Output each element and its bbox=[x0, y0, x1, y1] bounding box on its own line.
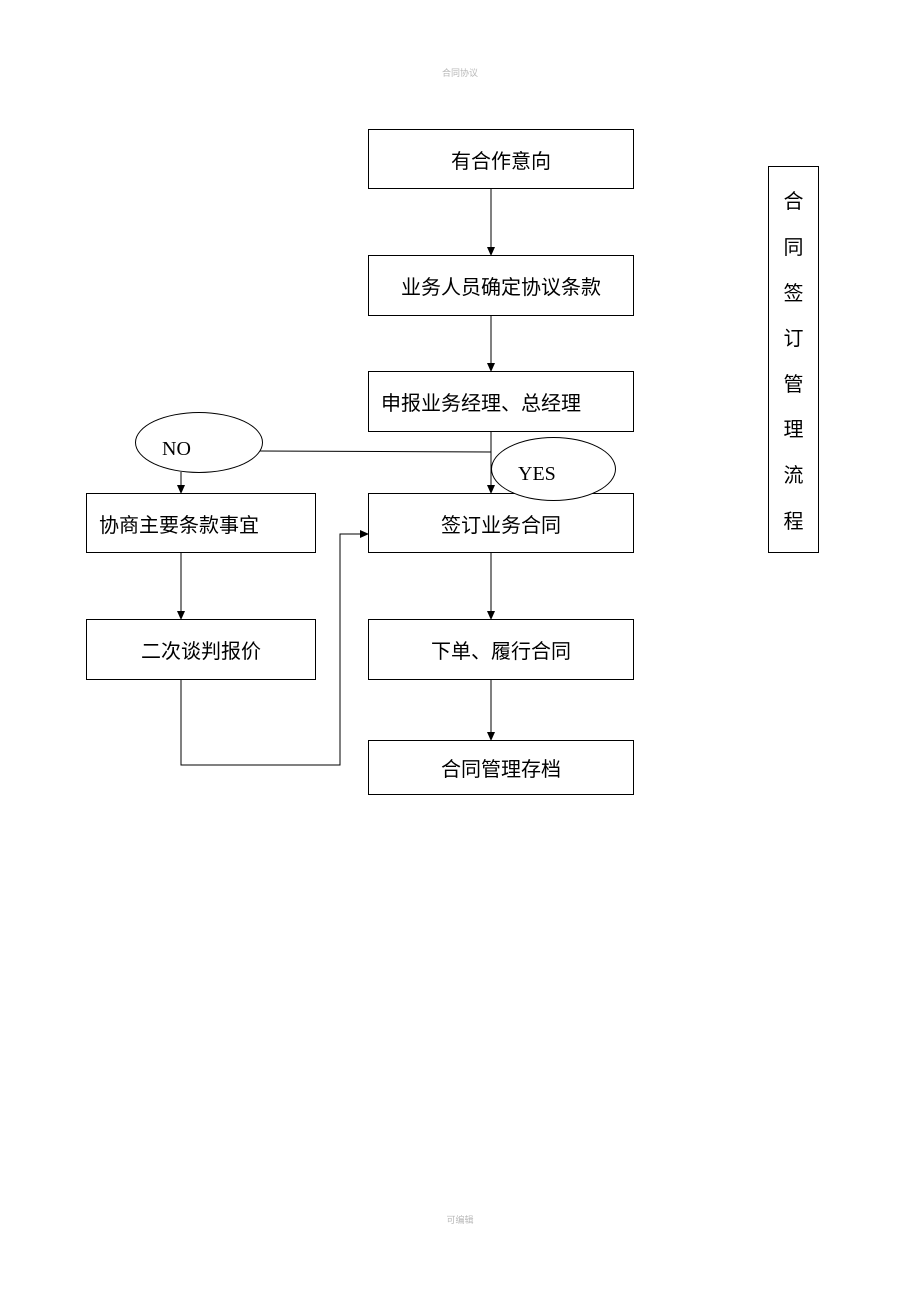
decision-no: NO bbox=[135, 412, 263, 473]
page-footer: 可编辑 bbox=[446, 1216, 474, 1226]
side-title-box: 合 同 签 订 管 理 流 程 bbox=[768, 166, 819, 553]
node-order-fulfill: 下单、履行合同 bbox=[368, 619, 634, 680]
node-report-managers: 申报业务经理、总经理 bbox=[368, 371, 634, 432]
side-title-char: 程 bbox=[783, 508, 804, 533]
node-renegotiate-price: 二次谈判报价 bbox=[86, 619, 316, 680]
side-title-char: 签 bbox=[783, 280, 804, 305]
side-title-char: 同 bbox=[783, 234, 804, 259]
decision-yes-label: YES bbox=[518, 463, 556, 485]
node-negotiate-terms: 协商主要条款事宜 bbox=[86, 493, 316, 553]
decision-yes: YES bbox=[491, 437, 616, 501]
side-title-char: 订 bbox=[783, 326, 804, 351]
decision-no-label: NO bbox=[162, 438, 191, 460]
node-sign-contract: 签订业务合同 bbox=[368, 493, 634, 553]
side-title-char: 流 bbox=[783, 463, 804, 488]
side-title-char: 合 bbox=[783, 189, 804, 214]
page-header: 合同协议 bbox=[441, 69, 478, 79]
node-cooperation-intent: 有合作意向 bbox=[368, 129, 634, 189]
connector-report-to-no bbox=[259, 450, 492, 453]
side-title-char: 管 bbox=[783, 371, 804, 396]
side-title-char: 理 bbox=[783, 417, 804, 442]
arrow-price-to-sign bbox=[180, 530, 369, 766]
node-confirm-terms: 业务人员确定协议条款 bbox=[368, 255, 634, 316]
node-archive-contract: 合同管理存档 bbox=[368, 740, 634, 795]
